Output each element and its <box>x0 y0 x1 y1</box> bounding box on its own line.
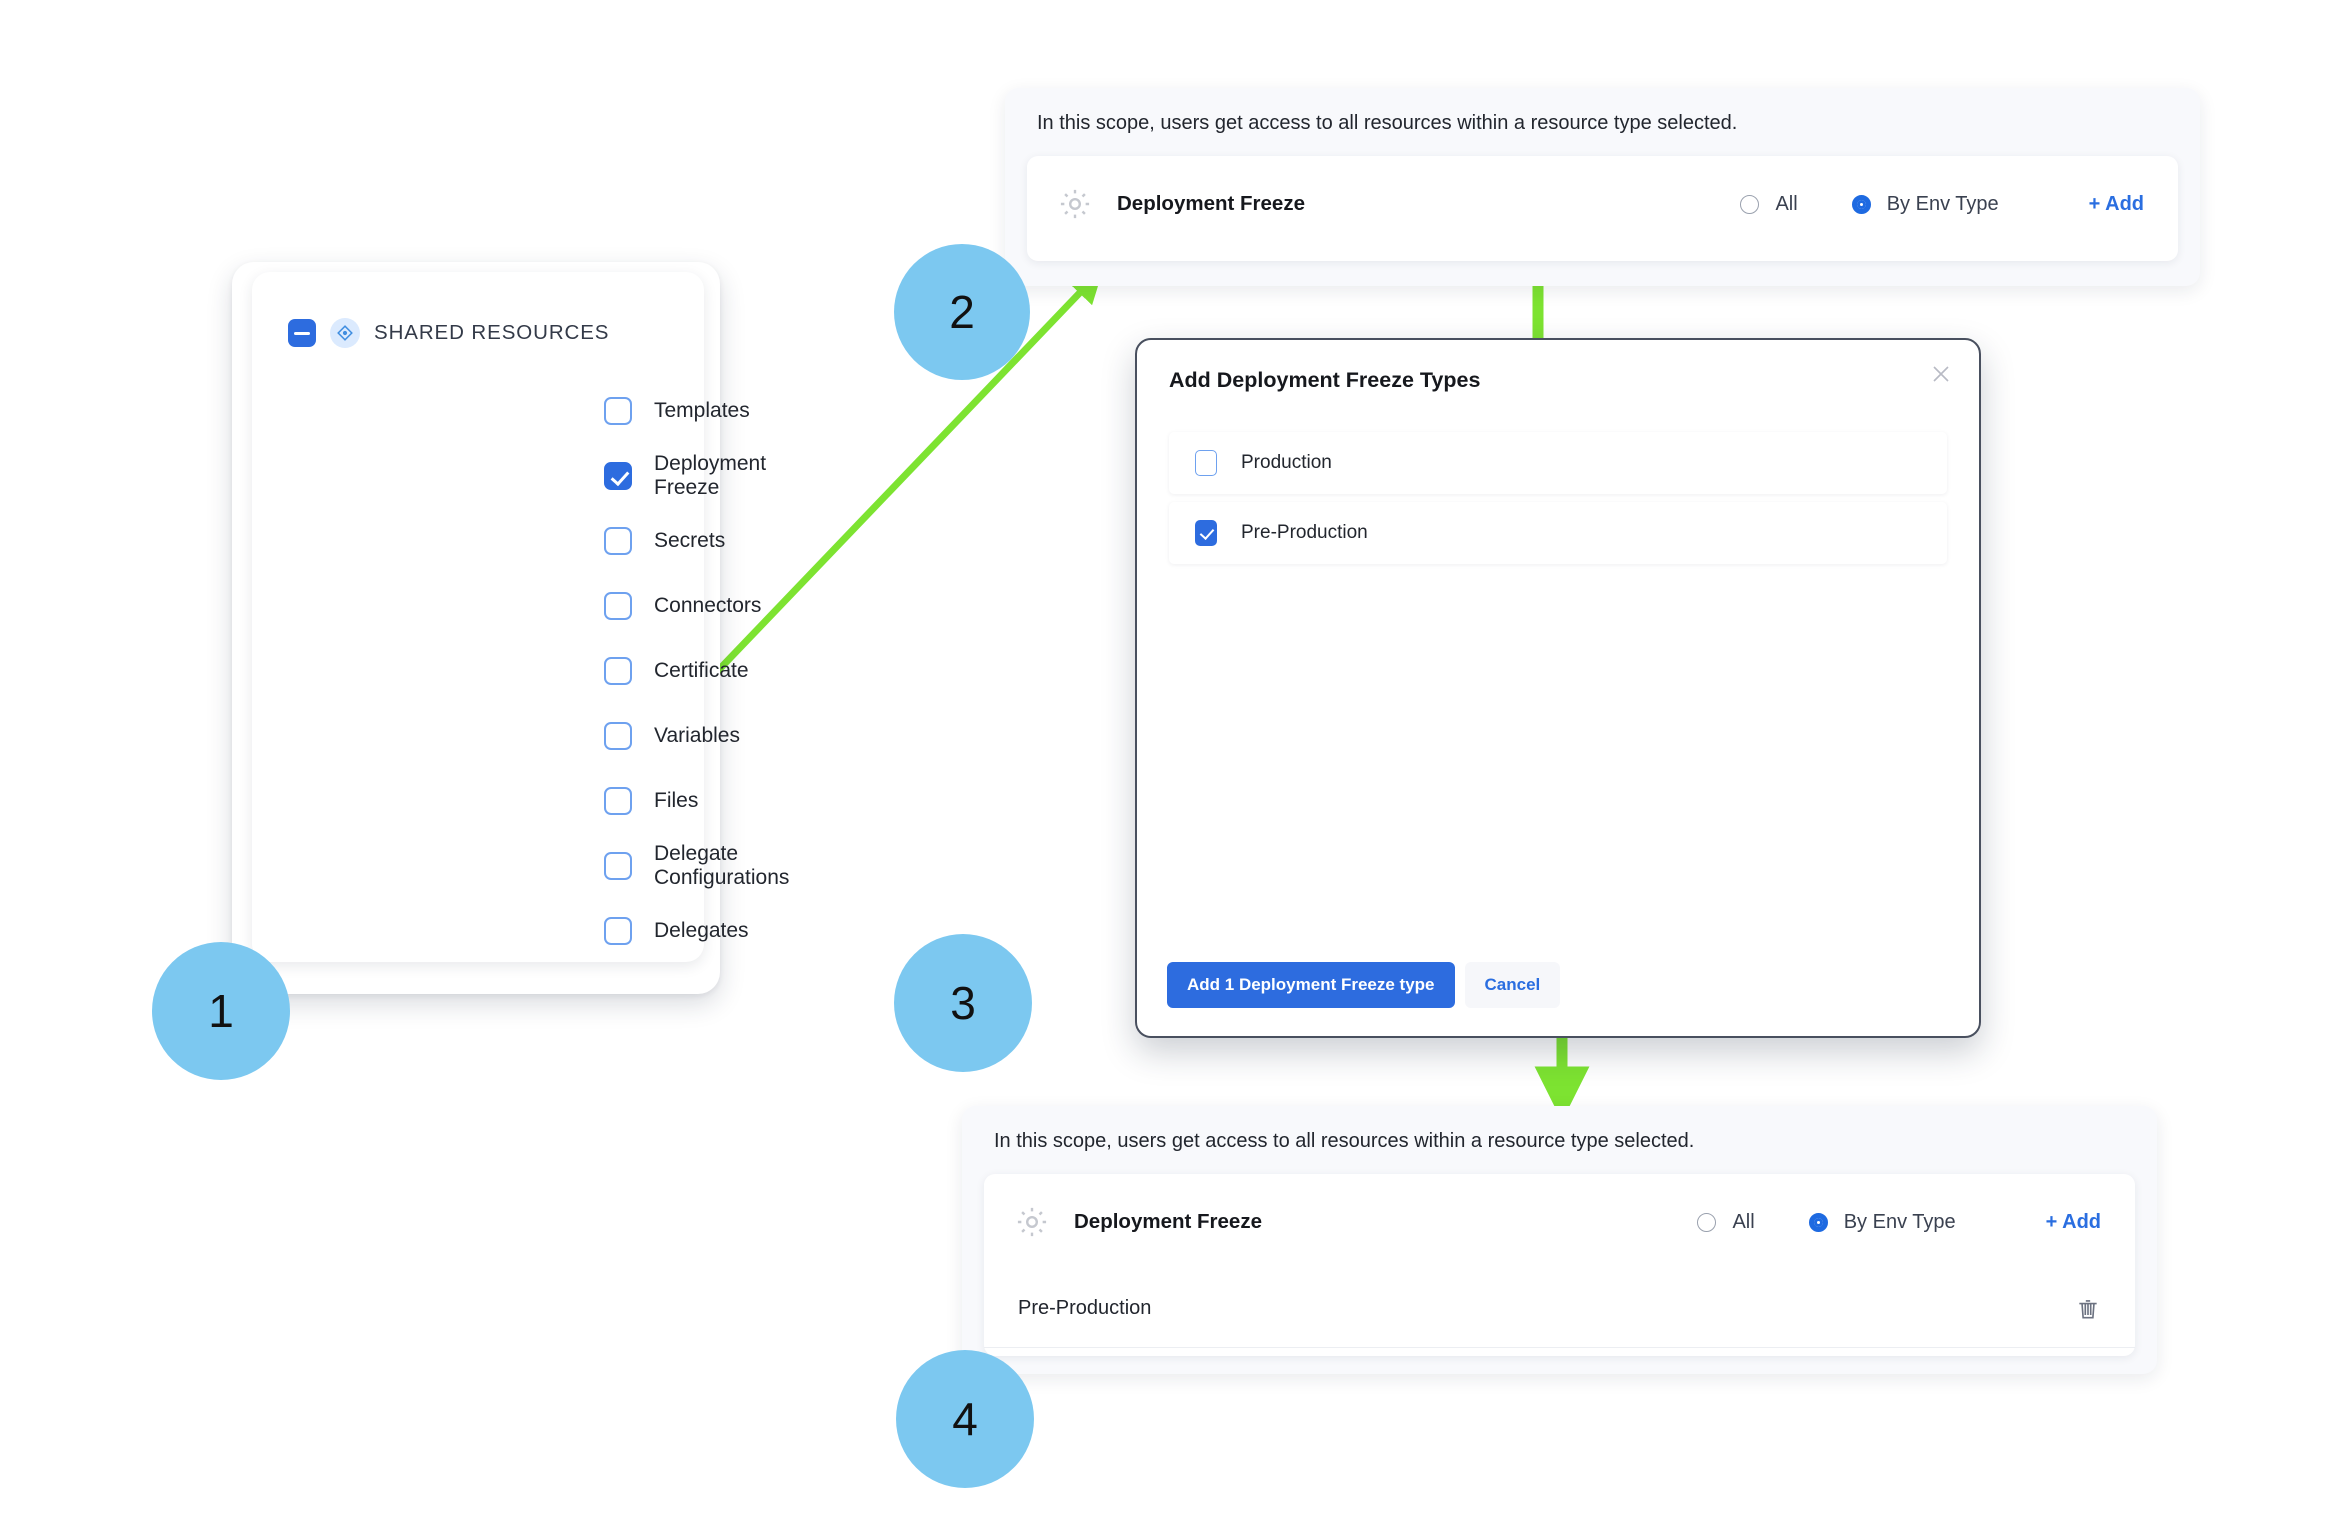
list-item[interactable]: Certificate <box>252 638 749 703</box>
scope-panel-top: In this scope, users get access to all r… <box>1005 88 2200 286</box>
scope-radio-all[interactable]: All <box>1697 1210 1755 1234</box>
step-number: 1 <box>208 985 234 1037</box>
list-item[interactable]: Connectors <box>252 573 761 638</box>
radio-by-env-type-label: By Env Type <box>1886 192 1999 215</box>
list-item[interactable]: Delegates <box>252 898 749 963</box>
step-number: 2 <box>949 286 975 338</box>
list-item[interactable]: Templates <box>252 378 750 443</box>
radio-all-input[interactable] <box>1740 194 1760 214</box>
resource-checkbox-templates[interactable] <box>604 396 632 425</box>
resource-checkbox-secrets[interactable] <box>604 526 632 555</box>
resource-checkbox-variables[interactable] <box>604 721 632 750</box>
shared-resources-checkbox[interactable] <box>288 319 316 347</box>
option-checkbox-production[interactable] <box>1195 450 1217 476</box>
radio-by-env-type-input[interactable] <box>1808 1212 1828 1232</box>
add-button[interactable]: + Add <box>2045 1210 2101 1233</box>
scope-radio-by-env-type[interactable]: By Env Type <box>1808 1210 1956 1234</box>
scope-description: In this scope, users get access to all r… <box>994 1130 1695 1152</box>
shared-resources-card: SHARED RESOURCES Templates Deployment Fr… <box>252 272 789 963</box>
resource-label: Files <box>654 788 699 812</box>
shared-resources-label: SHARED RESOURCES <box>374 321 610 344</box>
step-badge-3: 3 <box>894 934 1032 1072</box>
modal-title: Add Deployment Freeze Types <box>1169 368 1481 392</box>
selected-item-name: Pre-Production <box>1018 1297 1152 1319</box>
add-button[interactable]: + Add <box>2088 192 2144 215</box>
resource-type-list: Templates Deployment Freeze Secrets Conn… <box>252 378 789 963</box>
option-label: Pre-Production <box>1241 522 1368 543</box>
scope-resource-title: Deployment Freeze <box>1117 192 1305 215</box>
deployment-freeze-type-options: Production Pre-Production <box>1169 432 1947 572</box>
resource-label: Delegates <box>654 918 749 942</box>
resource-checkbox-deployment-freeze[interactable] <box>604 461 632 490</box>
resource-label: Delegate Configurations <box>654 841 790 889</box>
radio-by-env-type-label: By Env Type <box>1843 1210 1956 1233</box>
close-icon[interactable] <box>1929 362 1953 386</box>
resource-checkbox-connectors[interactable] <box>604 591 632 620</box>
resource-checkbox-certificate[interactable] <box>604 656 632 685</box>
step-badge-4: 4 <box>896 1350 1034 1488</box>
modal-footer: Add 1 Deployment Freeze type Cancel <box>1167 962 1561 1008</box>
option-checkbox-pre-production[interactable] <box>1195 520 1217 546</box>
gear-icon <box>1014 1204 1050 1240</box>
scope-resource-card: Deployment Freeze All By Env Type + Add … <box>984 1174 2135 1356</box>
resource-checkbox-delegate-configurations[interactable] <box>604 851 632 880</box>
resource-label: Variables <box>654 723 740 747</box>
list-item[interactable]: Delegate Configurations <box>252 833 789 898</box>
radio-all-label: All <box>1732 1210 1755 1233</box>
scope-description: In this scope, users get access to all r… <box>1037 112 1738 134</box>
resource-checkbox-delegates[interactable] <box>604 916 632 945</box>
scope-panel-bottom: In this scope, users get access to all r… <box>962 1106 2157 1374</box>
step-number: 4 <box>952 1393 978 1445</box>
resource-node-icon <box>330 318 360 348</box>
scope-resource-title: Deployment Freeze <box>1074 1210 1262 1233</box>
resource-label: Connectors <box>654 593 762 617</box>
resource-label: Templates <box>654 398 750 422</box>
radio-all-label: All <box>1775 192 1798 215</box>
shared-resources-header[interactable]: SHARED RESOURCES <box>252 318 704 348</box>
resource-label: Deployment Freeze <box>654 451 767 499</box>
resource-checkbox-files[interactable] <box>604 786 632 815</box>
resource-label: Secrets <box>654 528 726 552</box>
add-deployment-freeze-types-modal: Add Deployment Freeze Types Production P… <box>1135 338 1981 1038</box>
scope-resource-card: Deployment Freeze All By Env Type + Add <box>1027 156 2178 261</box>
scope-radio-by-env-type[interactable]: By Env Type <box>1851 192 1999 216</box>
list-item[interactable]: Variables <box>252 703 740 768</box>
list-item[interactable]: Deployment Freeze <box>252 443 766 508</box>
scope-radio-all[interactable]: All <box>1740 192 1798 216</box>
step-badge-1: 1 <box>152 942 290 1080</box>
gear-icon <box>1057 186 1093 222</box>
step-badge-2: 2 <box>894 244 1030 380</box>
radio-by-env-type-input[interactable] <box>1851 194 1871 214</box>
list-item[interactable]: Pre-Production <box>1169 502 1947 564</box>
table-row: Pre-Production <box>984 1270 2135 1348</box>
resource-label: Certificate <box>654 658 749 682</box>
add-deployment-freeze-type-button[interactable]: Add 1 Deployment Freeze type <box>1167 962 1455 1008</box>
list-item[interactable]: Production <box>1169 432 1947 494</box>
radio-all-input[interactable] <box>1697 1212 1717 1232</box>
list-item[interactable]: Secrets <box>252 508 725 573</box>
list-item[interactable]: Files <box>252 768 704 833</box>
cancel-button[interactable]: Cancel <box>1464 962 1561 1008</box>
trash-icon[interactable] <box>2075 1296 2101 1322</box>
option-label: Production <box>1241 452 1332 473</box>
step-number: 3 <box>950 977 976 1029</box>
